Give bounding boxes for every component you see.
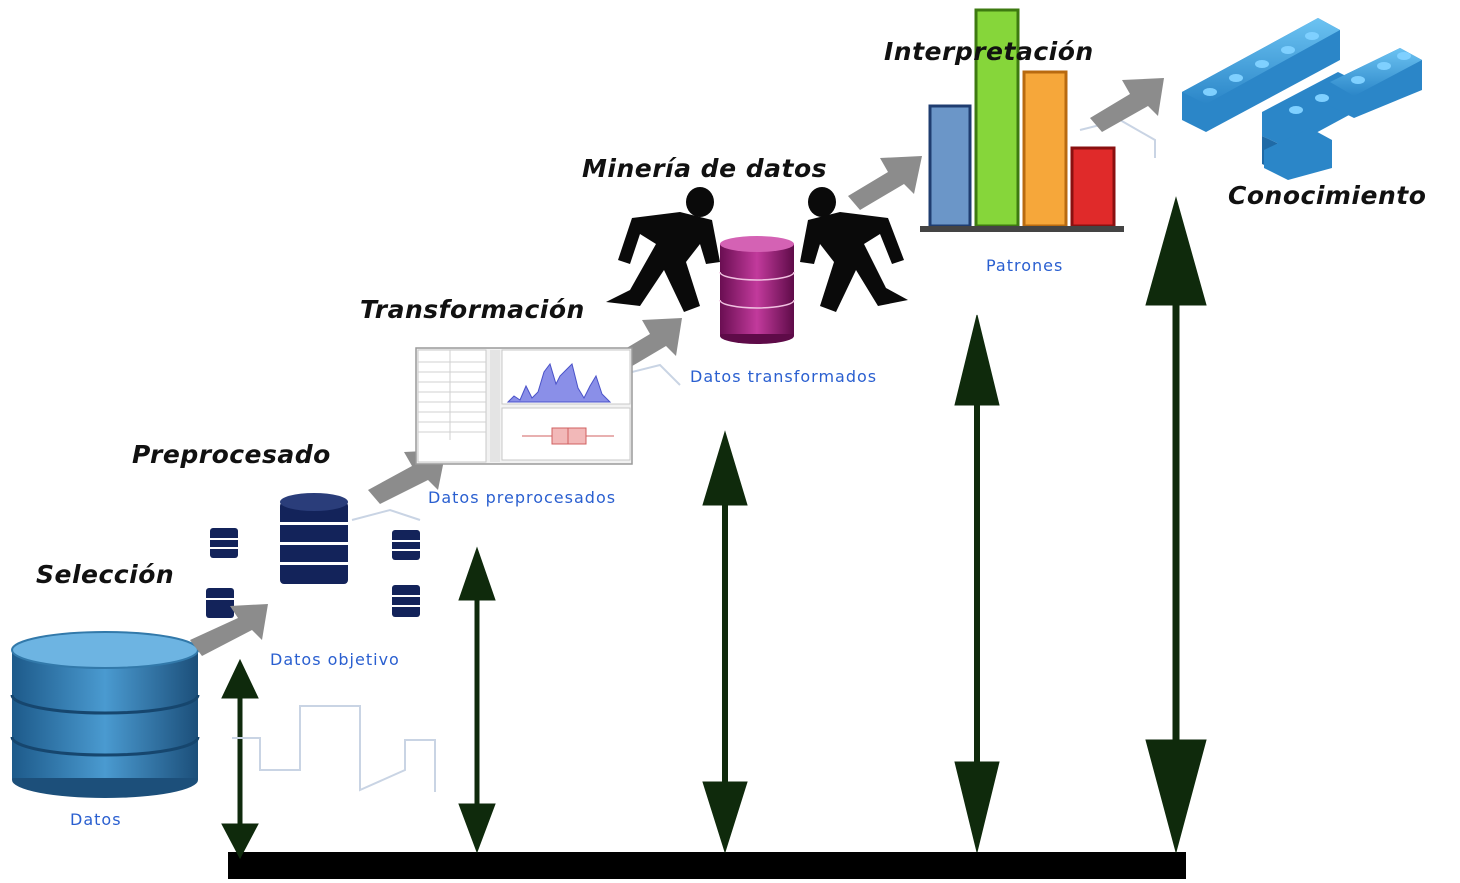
step-arrow-5 (1090, 78, 1164, 132)
double-arrow-5 (1145, 196, 1207, 854)
caption-patrones: Patrones (986, 256, 1064, 275)
step-label-preprocesado: Preprocesado (132, 440, 331, 469)
caption-datos-preprocesados: Datos preprocesados (428, 488, 617, 507)
lego-blocks-icon (1182, 18, 1422, 180)
double-arrow-2 (458, 546, 496, 854)
caption-datos-objetivo: Datos objetivo (270, 650, 400, 669)
step-label-conocimiento: Conocimiento (1228, 181, 1427, 210)
double-arrow-3 (702, 430, 748, 854)
step-label-transformacion: Transformación (360, 295, 585, 324)
caption-datos: Datos (70, 810, 122, 829)
database-icon (10, 631, 200, 798)
double-arrow-1 (221, 658, 259, 860)
step-label-mineria: Minería de datos (582, 154, 827, 183)
small-database-icon (206, 493, 420, 618)
double-arrow-4 (954, 314, 1000, 853)
step-arrow-4 (848, 156, 922, 210)
software-screenshot-icon (415, 347, 633, 465)
people-carrying-database-icon (606, 187, 908, 344)
step-label-interpretacion: Interpretación (884, 37, 1094, 66)
bar-chart-icon (920, 8, 1124, 232)
step-label-seleccion: Selección (36, 560, 175, 589)
baseline-bar (228, 852, 1186, 879)
step-arrow-1 (190, 604, 268, 656)
caption-datos-transformados: Datos transformados (690, 367, 878, 386)
